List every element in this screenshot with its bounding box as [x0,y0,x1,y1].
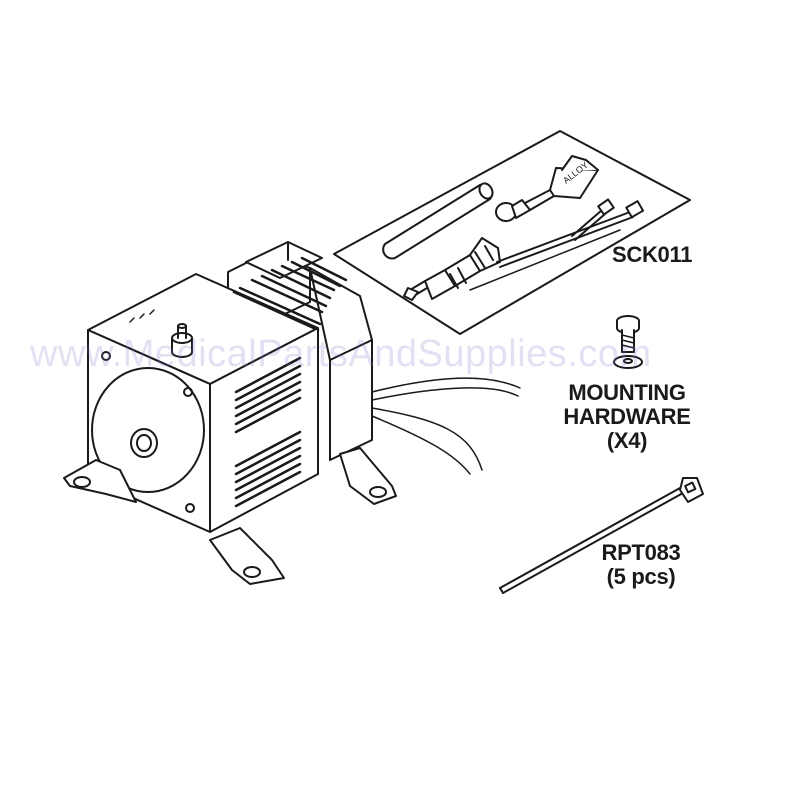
label-mounting-hardware: MOUNTING HARDWARE (X4) [562,381,692,452]
label-cable-tie-part: RPT083 [601,540,681,565]
kit-valve [403,237,501,301]
cable-tie-illustration [499,477,704,594]
label-scrub-kit: SCK011 [612,242,693,267]
compressor-feet [63,447,397,585]
label-cable-tie: RPT083 (5 pcs) [586,541,696,589]
screw-washer-illustration [613,315,643,369]
label-mounting-line3: (X4) [606,427,648,453]
label-mounting-line2: HARDWARE [563,403,691,429]
kit-adapter: ALLOY [495,155,599,222]
kit-tube [382,182,494,260]
label-mounting-line1: MOUNTING [568,380,686,405]
label-cable-tie-qty: (5 pcs) [606,563,676,589]
kit-tray-illustration: ALLOY [333,130,691,335]
kit-cable-tie-2 [496,200,645,268]
compressor-illustration [63,241,521,585]
